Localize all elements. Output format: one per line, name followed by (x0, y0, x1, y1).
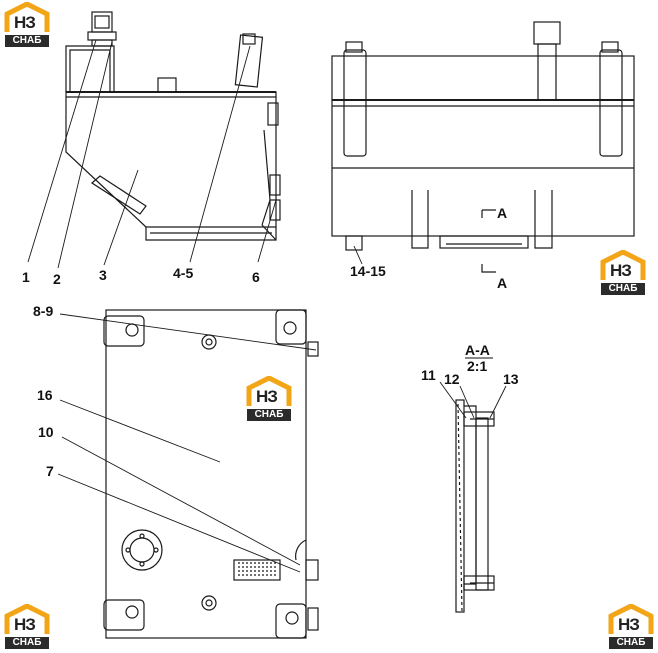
callout-4-5: 4-5 (173, 265, 193, 281)
callout-10: 10 (38, 424, 54, 440)
front-view (331, 21, 635, 273)
callout-13: 13 (503, 371, 519, 387)
callout-1: 1 (22, 269, 30, 285)
callout-14-15: 14-15 (350, 263, 386, 279)
section-title: A-A (465, 342, 490, 358)
callout-labels: 1 2 3 4-5 6 14-15 A A 8-9 16 10 7 A-A 2:… (22, 205, 519, 479)
section-a-a (455, 399, 495, 613)
callout-12: 12 (444, 371, 460, 387)
callout-3: 3 (99, 267, 107, 283)
section-scale: 2:1 (467, 358, 487, 374)
callout-11: 11 (421, 367, 436, 383)
brand-logo-top-left: НЗ СНАБ (2, 2, 52, 48)
section-mark-top: A (497, 205, 507, 221)
plan-view (103, 309, 319, 639)
leader-lines (27, 39, 507, 573)
callout-16: 16 (37, 387, 53, 403)
callout-7: 7 (46, 463, 54, 479)
callout-6: 6 (252, 269, 260, 285)
callout-2: 2 (53, 271, 61, 287)
brand-logo-mid-right: НЗ СНАБ (598, 250, 648, 296)
brand-logo-bottom-right: НЗ СНАБ (606, 604, 656, 650)
brand-logo-bottom-left: НЗ СНАБ (2, 604, 52, 650)
callout-8-9: 8-9 (33, 303, 53, 319)
brand-logo-center: НЗ СНАБ (244, 376, 294, 422)
side-view (65, 11, 281, 241)
section-mark-bottom: A (497, 275, 507, 291)
